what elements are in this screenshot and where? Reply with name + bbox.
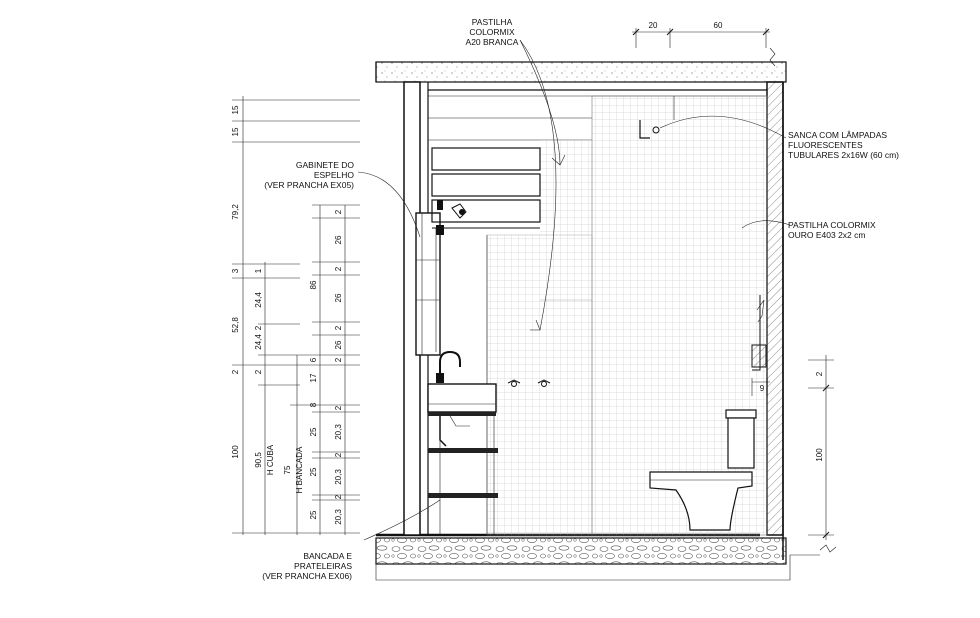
svg-text:26: 26	[334, 235, 343, 244]
svg-text:OURO E403 2x2 cm: OURO E403 2x2 cm	[788, 230, 865, 240]
right-wall	[766, 81, 784, 560]
svg-text:26: 26	[334, 293, 343, 302]
svg-text:2: 2	[334, 209, 343, 214]
annotation-sanca: SANCA COM LÂMPADAS FLUORESCENTES TUBULAR…	[788, 130, 899, 160]
svg-text:17: 17	[309, 373, 318, 382]
sink-counter	[427, 383, 497, 447]
svg-text:20,3: 20,3	[334, 509, 343, 525]
svg-text:60: 60	[714, 21, 723, 30]
svg-text:BANCADA E: BANCADA E	[303, 551, 352, 561]
toilet-gap-dimension: 9	[751, 378, 770, 396]
svg-text:100: 100	[815, 448, 824, 462]
svg-text:2: 2	[334, 266, 343, 271]
svg-text:2: 2	[334, 494, 343, 499]
svg-text:2: 2	[334, 357, 343, 362]
svg-text:A20 BRANCA: A20 BRANCA	[466, 37, 519, 47]
annotation-bancada: BANCADA E PRATELEIRAS (VER PRANCHA EX06)	[262, 551, 352, 581]
svg-text:25: 25	[309, 467, 318, 476]
svg-text:79,2: 79,2	[231, 204, 240, 220]
top-dimensions: 20 60	[632, 21, 770, 48]
ceiling-slab	[375, 47, 787, 83]
annotation-gabinete: GABINETE DO ESPELHO (VER PRANCHA EX05)	[264, 160, 354, 190]
svg-text:PASTILHA COLORMIX: PASTILHA COLORMIX	[788, 220, 876, 230]
toilet-accessory	[751, 295, 767, 371]
svg-text:2: 2	[254, 325, 263, 330]
svg-text:2: 2	[334, 405, 343, 410]
left-dimension-outer: 15 15 79,2 3 52,8 2 100	[231, 105, 240, 459]
svg-text:H BANCADA: H BANCADA	[295, 446, 304, 493]
svg-text:86: 86	[309, 280, 318, 289]
svg-text:6: 6	[309, 357, 318, 362]
svg-text:9: 9	[760, 384, 765, 393]
svg-text:20,3: 20,3	[334, 424, 343, 440]
svg-text:COLORMIX: COLORMIX	[469, 27, 515, 37]
annotation-pastilha-e403: PASTILHA COLORMIX OURO E403 2x2 cm	[788, 220, 876, 240]
faucet	[436, 350, 461, 383]
svg-text:100: 100	[231, 445, 240, 459]
svg-text:TUBULARES 2x16W (60 cm): TUBULARES 2x16W (60 cm)	[788, 150, 899, 160]
svg-text:2: 2	[334, 452, 343, 457]
svg-text:20: 20	[649, 21, 658, 30]
svg-text:26: 26	[334, 340, 343, 349]
svg-text:15: 15	[231, 105, 240, 114]
left-dimension-second: 1 24,4 2 24,4 2 90,5 H CUBA	[254, 268, 275, 475]
svg-text:FLUORESCENTES: FLUORESCENTES	[788, 140, 863, 150]
mirror-cabinet	[415, 200, 444, 356]
sanca-lamp	[639, 120, 660, 139]
wall-niche-shelves	[431, 147, 541, 229]
floor-slab	[375, 533, 837, 581]
svg-text:8: 8	[309, 402, 318, 407]
svg-text:(VER PRANCHA EX05): (VER PRANCHA EX05)	[264, 180, 354, 190]
annotation-pastilha-a20: PASTILHA COLORMIX A20 BRANCA	[466, 17, 519, 47]
left-dimension-fourth: 2 26 2 26 2 26 2 2 20,3 2 20,3 2 20,3	[334, 209, 343, 525]
svg-text:20,3: 20,3	[334, 469, 343, 485]
svg-text:90,5: 90,5	[254, 452, 263, 468]
svg-text:(VER PRANCHA EX06): (VER PRANCHA EX06)	[262, 571, 352, 581]
svg-text:PRATELEIRAS: PRATELEIRAS	[294, 561, 352, 571]
left-dimension-lines	[232, 96, 360, 535]
svg-text:2: 2	[231, 369, 240, 374]
right-dimension: 2 100	[808, 355, 834, 540]
annotation-leaders	[357, 39, 791, 541]
svg-text:2: 2	[254, 369, 263, 374]
tile-area-gold	[591, 95, 768, 536]
svg-text:15: 15	[231, 127, 240, 136]
svg-text:24,4: 24,4	[254, 334, 263, 350]
shower-mixers	[507, 379, 551, 387]
svg-text:25: 25	[309, 510, 318, 519]
shelves	[428, 416, 498, 535]
svg-text:GABINETE DO: GABINETE DO	[296, 160, 354, 170]
svg-text:H CUBA: H CUBA	[266, 444, 275, 475]
svg-text:PASTILHA: PASTILHA	[472, 17, 513, 27]
tile-area-white	[486, 140, 593, 536]
svg-text:2: 2	[815, 371, 824, 376]
svg-text:2: 2	[334, 325, 343, 330]
left-dimension-third: 86 6 17 8 25 75 H BANCADA 25 25	[283, 280, 318, 519]
svg-text:24,4: 24,4	[254, 292, 263, 308]
sconce-lamp	[451, 203, 467, 219]
svg-text:52,8: 52,8	[231, 317, 240, 333]
svg-text:1: 1	[254, 268, 263, 273]
svg-text:25: 25	[309, 427, 318, 436]
toilet	[649, 409, 757, 531]
svg-text:SANCA COM LÂMPADAS: SANCA COM LÂMPADAS	[788, 130, 887, 140]
svg-text:ESPELHO: ESPELHO	[314, 170, 355, 180]
svg-text:75: 75	[283, 465, 292, 474]
svg-text:3: 3	[231, 268, 240, 273]
